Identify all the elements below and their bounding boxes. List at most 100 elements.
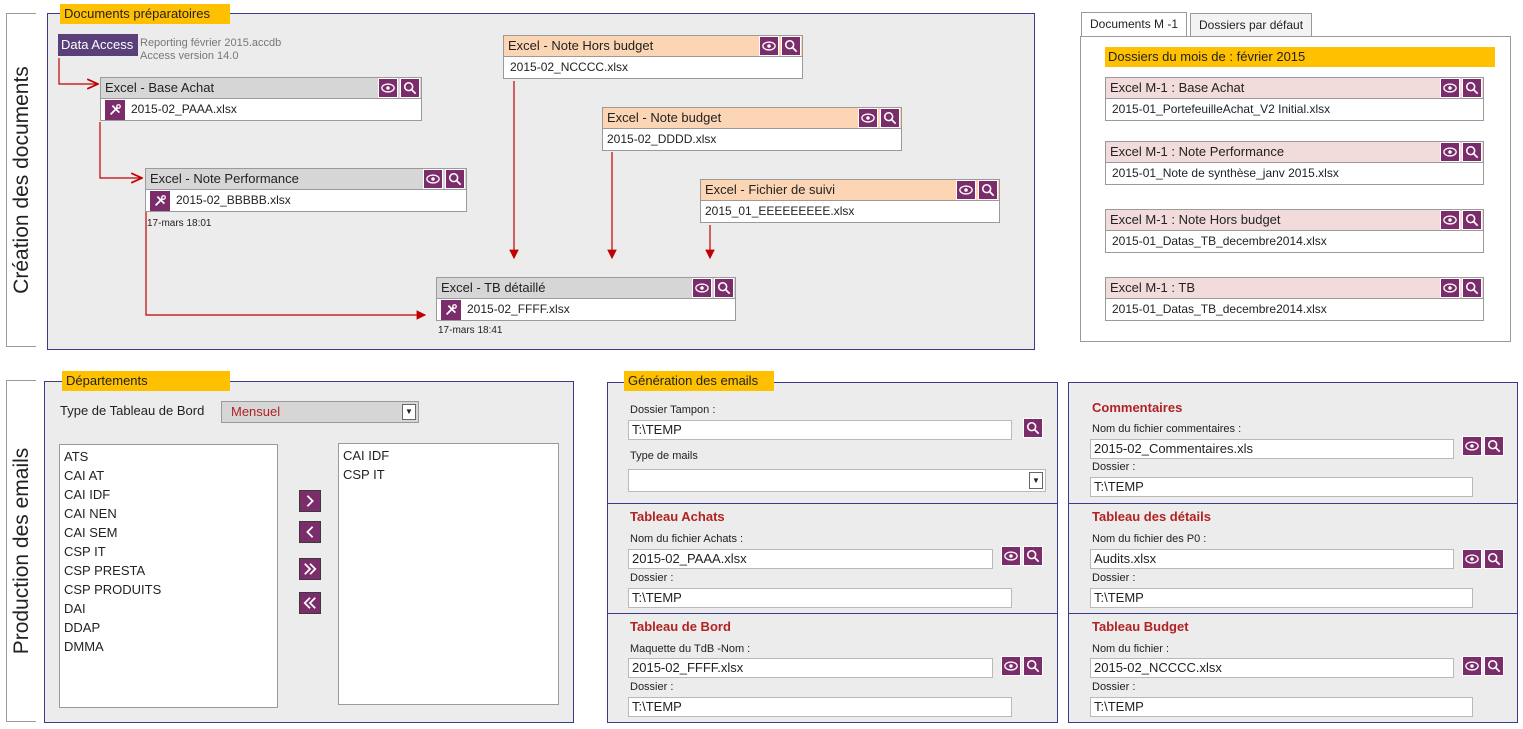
search-icon[interactable]	[781, 36, 801, 56]
budget-dir-field[interactable]: T:\TEMP	[1090, 697, 1473, 717]
view-eye-icon[interactable]	[1001, 546, 1021, 566]
view-eye-icon[interactable]	[1440, 142, 1460, 162]
creation-side-label: Création des documents	[6, 13, 36, 347]
move-left-button[interactable]	[299, 521, 321, 543]
card-title: Excel - Note budget	[607, 110, 722, 125]
view-eye-icon[interactable]	[1462, 656, 1482, 676]
search-icon[interactable]	[880, 108, 900, 128]
list-item[interactable]: CSP IT	[64, 544, 106, 559]
view-eye-icon[interactable]	[759, 36, 779, 56]
commentaires-dir-field[interactable]: T:\TEMP	[1090, 477, 1473, 497]
list-item[interactable]: CAI IDF	[64, 487, 111, 502]
card-title: Excel - Base Achat	[105, 80, 215, 95]
view-eye-icon[interactable]	[1462, 436, 1482, 456]
move-right-button[interactable]	[299, 490, 321, 512]
card-file: 2015-02_NCCCC.xlsx	[510, 60, 629, 74]
tableau-budget-title: Tableau Budget	[1092, 619, 1189, 634]
achats-dir-label: Dossier :	[630, 572, 674, 584]
chevron-down-icon[interactable]: ▼	[402, 404, 416, 420]
flow-arrows	[58, 58, 715, 320]
search-icon[interactable]	[1462, 142, 1482, 162]
details-file-label: Nom du fichier des P0 :	[1092, 533, 1207, 545]
view-eye-icon[interactable]	[692, 278, 712, 298]
card-file: 2015-01_Note de synthèse_janv 2015.xlsx	[1112, 166, 1339, 180]
list-item[interactable]: ATS	[64, 449, 89, 464]
list-item[interactable]: CAI IDF	[343, 448, 390, 463]
search-icon[interactable]	[1023, 656, 1043, 676]
departements-selected-list[interactable]: CAI IDF CSP IT	[338, 443, 559, 705]
list-item[interactable]: DDAP	[64, 620, 101, 635]
list-item[interactable]: CAI AT	[64, 468, 105, 483]
divider	[607, 503, 1058, 504]
search-icon[interactable]	[714, 278, 734, 298]
search-icon[interactable]	[400, 78, 420, 98]
achats-dir-field[interactable]: T:\TEMP	[628, 588, 1012, 608]
details-dir-field[interactable]: T:\TEMP	[1090, 588, 1473, 608]
departements-available-list[interactable]: ATS CAI AT CAI IDF CAI NEN CAI SEM CSP I…	[59, 444, 278, 708]
data-access-button[interactable]: Data Access	[58, 34, 138, 56]
bord-dir-label: Dossier :	[630, 681, 674, 693]
card-fichier-suivi: Excel - Fichier de suivi 2015_01_EEEEEEE…	[700, 179, 1000, 223]
view-eye-icon[interactable]	[1440, 78, 1460, 98]
details-file-field[interactable]: Audits.xlsx	[1090, 549, 1454, 569]
move-all-left-button[interactable]	[299, 592, 321, 614]
divider	[1068, 613, 1518, 614]
documents-preparatoires-title: Documents préparatoires	[60, 4, 230, 24]
list-item[interactable]: CSP PRESTA	[64, 563, 146, 578]
view-eye-icon[interactable]	[423, 169, 443, 189]
view-eye-icon[interactable]	[378, 78, 398, 98]
card-m1-note-performance: Excel M-1 : Note Performance 2015-01_Not…	[1105, 141, 1484, 185]
view-eye-icon[interactable]	[1440, 278, 1460, 298]
budget-file-label: Nom du fichier :	[1092, 643, 1170, 655]
tableau-bord-title: Tableau de Bord	[630, 619, 731, 634]
search-icon[interactable]	[1484, 656, 1504, 676]
card-file: 2015-02_FFFF.xlsx	[467, 302, 570, 316]
budget-file-field[interactable]: 2015-02_NCCCC.xlsx	[1090, 658, 1454, 678]
achats-file-field[interactable]: 2015-02_PAAA.xlsx	[628, 549, 993, 569]
search-icon[interactable]	[1462, 78, 1482, 98]
type-mails-select[interactable]: ▼	[628, 469, 1046, 492]
search-icon[interactable]	[978, 180, 998, 200]
dossier-tampon-field[interactable]: T:\TEMP	[628, 420, 1012, 440]
card-base-achat: Excel - Base Achat 2015-02_PAAA.xlsx	[100, 77, 422, 121]
tab-documents-m1[interactable]: Documents M -1	[1081, 12, 1188, 37]
details-dir-label: Dossier :	[1092, 572, 1136, 584]
list-item[interactable]: CAI SEM	[64, 525, 118, 540]
chevron-down-icon[interactable]: ▼	[1029, 472, 1043, 489]
type-tableau-select[interactable]: Mensuel ▼	[221, 401, 419, 423]
view-eye-icon[interactable]	[1440, 210, 1460, 230]
search-icon[interactable]	[1023, 546, 1043, 566]
list-item[interactable]: CSP IT	[343, 467, 385, 482]
tools-icon[interactable]	[441, 299, 461, 320]
move-all-right-button[interactable]	[299, 558, 321, 580]
tab-dossiers-par-defaut[interactable]: Dossiers par défaut	[1190, 13, 1313, 37]
view-eye-icon[interactable]	[956, 180, 976, 200]
bord-file-field[interactable]: 2015-02_FFFF.xlsx	[628, 658, 993, 678]
list-item[interactable]: CAI NEN	[64, 506, 117, 521]
search-icon[interactable]	[1484, 549, 1504, 569]
commentaires-file-field[interactable]: 2015-02_Commentaires.xls	[1090, 439, 1454, 459]
divider	[1068, 503, 1518, 504]
search-icon[interactable]	[1484, 436, 1504, 456]
view-eye-icon[interactable]	[1001, 656, 1021, 676]
card-note-performance: Excel - Note Performance 2015-02_BBBBB.x…	[145, 168, 467, 212]
search-icon[interactable]	[1462, 210, 1482, 230]
list-item[interactable]: DMMA	[64, 639, 104, 654]
list-item[interactable]: CSP PRODUITS	[64, 582, 162, 597]
bord-dir-field[interactable]: T:\TEMP	[628, 697, 1012, 717]
departements-title: Départements	[62, 371, 230, 391]
view-eye-icon[interactable]	[858, 108, 878, 128]
card-title: Excel M-1 : Base Achat	[1110, 80, 1245, 95]
card-m1-hors-budget: Excel M-1 : Note Hors budget 2015-01_Dat…	[1105, 209, 1484, 253]
search-icon[interactable]	[1023, 418, 1043, 438]
list-item[interactable]: DAI	[64, 601, 86, 616]
tools-icon[interactable]	[150, 190, 170, 211]
type-tableau-label: Type de Tableau de Bord	[60, 403, 205, 418]
search-icon[interactable]	[445, 169, 465, 189]
commentaires-file-label: Nom du fichier commentaires :	[1092, 423, 1242, 435]
search-icon[interactable]	[1462, 278, 1482, 298]
view-eye-icon[interactable]	[1462, 549, 1482, 569]
card-note-budget: Excel - Note budget 2015-02_DDDD.xlsx	[602, 107, 902, 151]
card-file: 2015-02_DDDD.xlsx	[607, 132, 717, 146]
tools-icon[interactable]	[105, 99, 125, 120]
